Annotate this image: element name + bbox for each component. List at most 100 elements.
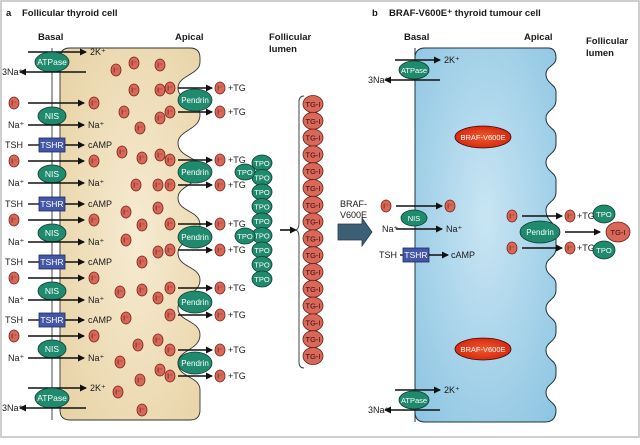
braf-label: BRAF-V600E xyxy=(460,345,505,354)
tg-product-label: +TG xyxy=(577,211,595,221)
iodide-ion: I⁻ xyxy=(564,209,576,223)
panel-b-apical-label: Apical xyxy=(524,32,553,43)
tshr-receptor: TSHR xyxy=(38,312,66,328)
iodide-ion: I⁻ xyxy=(88,271,100,285)
tgi-label: TG-I xyxy=(306,100,321,109)
braf-v600e-protein: BRAF-V600E xyxy=(454,337,512,361)
panel-a-lumen-label-2: lumen xyxy=(269,44,297,55)
iodide-ion: I⁻ xyxy=(8,96,20,110)
iodide-ion: I⁻ xyxy=(164,308,176,322)
tgi-label: TG-I xyxy=(306,184,321,193)
iodide-ion-label: I⁻ xyxy=(157,116,163,123)
tpo-enzyme-label: TPO xyxy=(237,232,253,241)
tgi-label: TG-I xyxy=(306,150,321,159)
tgi-label: TG-I xyxy=(306,251,321,260)
iodide-ion: I⁻ xyxy=(114,285,126,299)
iodide-ion-label: I⁻ xyxy=(139,156,145,163)
iodide-ion: I⁻ xyxy=(8,271,20,285)
tgi-label: TG-I xyxy=(306,234,321,243)
iodide-ion-shape xyxy=(506,241,518,255)
iodide-ion: I⁻ xyxy=(152,333,164,347)
pendrin-transporter-shape xyxy=(177,351,213,375)
pendrin-transporter-shape xyxy=(177,290,213,314)
iodide-ion-label: I⁻ xyxy=(217,286,223,293)
iodide-ion: I⁻ xyxy=(136,403,148,417)
braf-v600e-protein: BRAF-V600E xyxy=(454,125,512,149)
panel-b-basal-label: Basal xyxy=(404,32,429,43)
atpase-na-label: 3Na⁺ xyxy=(2,67,24,77)
iodide-ion-shape xyxy=(136,403,148,417)
tgi-label: TG-I xyxy=(306,302,321,311)
iodide-ion-shape xyxy=(88,96,100,110)
iodide-ion: I⁻ xyxy=(110,63,122,77)
iodide-ion-shape xyxy=(154,58,166,72)
tshr-receptor: TSHR xyxy=(38,137,66,153)
iodide-ion-shape xyxy=(130,178,142,192)
iodide-ion-label: I⁻ xyxy=(155,338,161,345)
nis-symporter-label: NIS xyxy=(45,111,60,121)
iodide-ion-label: I⁻ xyxy=(11,276,17,283)
nis-na-left-label: Na⁺ xyxy=(8,120,25,130)
nis-symporter: NIS xyxy=(37,164,67,184)
atpase-pump-top: ATPase xyxy=(398,60,430,80)
tpo-enzyme-label: TPO xyxy=(596,210,612,219)
tgi-brace xyxy=(294,95,305,369)
braf-shape xyxy=(454,337,512,361)
iodide-ion-shape xyxy=(8,154,20,168)
iodide-ion-label: I⁻ xyxy=(119,150,125,157)
iodide-ion: I⁻ xyxy=(214,308,226,322)
iodide-ion-shape xyxy=(164,178,176,192)
iodide-ion: I⁻ xyxy=(164,105,176,119)
pendrin-transporter-shape xyxy=(519,220,561,244)
iodide-ion-label: I⁻ xyxy=(217,183,223,190)
nis-na-right-label: Na⁺ xyxy=(88,178,105,188)
iodide-ion-label: I⁻ xyxy=(167,374,173,381)
iodide-ion-label: I⁻ xyxy=(115,390,121,397)
tgi-iodinated-thyroglobulin: TG-I xyxy=(302,95,324,113)
panel-a-cytoplasm-iodide: I⁻I⁻I⁻I⁻I⁻I⁻I⁻I⁻I⁻I⁻I⁻I⁻I⁻I⁻I⁻I⁻I⁻I⁻I⁻I⁻… xyxy=(110,56,166,417)
tshr-receptor: TSHR xyxy=(402,247,430,263)
iodide-ion-shape xyxy=(164,81,176,95)
iodide-ion: I⁻ xyxy=(8,213,20,227)
iodide-ion-label: I⁻ xyxy=(137,126,143,133)
iodide-ion: I⁻ xyxy=(134,373,146,387)
iodide-ion-label: I⁻ xyxy=(155,250,161,257)
iodide-ion-shape xyxy=(114,355,126,369)
tpo-enzyme-shape xyxy=(592,204,616,224)
iodide-ion-label: I⁻ xyxy=(11,101,17,108)
iodide-ion-shape xyxy=(564,241,576,255)
tgi-label: TG-I xyxy=(306,134,321,143)
iodide-ion-label: I⁻ xyxy=(217,86,223,93)
iodide-ion-shape xyxy=(88,329,100,343)
tsh-label: TSH xyxy=(5,315,23,325)
tpo-enzyme-label: TPO xyxy=(254,246,270,255)
iodide-ion: I⁻ xyxy=(214,343,226,357)
tpo-enzyme: TPO xyxy=(592,240,616,260)
iodide-ion: I⁻ xyxy=(164,81,176,95)
camp-label: cAMP xyxy=(88,140,112,150)
nis-symporter: NIS xyxy=(400,209,428,227)
iodide-ion-label: I⁻ xyxy=(217,313,223,320)
iodide-ion-shape xyxy=(118,105,130,119)
tpo-enzyme: TPO xyxy=(251,198,273,215)
iodide-ion-shape xyxy=(88,213,100,227)
iodide-ion: I⁻ xyxy=(112,385,124,399)
nis-na-left-label: Na⁺ xyxy=(382,224,399,234)
tg-product-label: +TG xyxy=(228,345,246,355)
iodide-ion-label: I⁻ xyxy=(157,63,163,70)
atpase-pump: ATPase xyxy=(34,387,70,409)
tgi-iodinated-thyroglobulin: TG-I xyxy=(302,330,324,349)
panel-a-apical-label: Apical xyxy=(175,32,204,43)
tpo-enzyme: TPO xyxy=(251,241,273,259)
iodide-ion-label: I⁻ xyxy=(167,313,173,320)
atpase-k-label: 2K⁺ xyxy=(444,385,460,395)
tg-product-label: +TG xyxy=(228,283,246,293)
iodide-ion-label: I⁻ xyxy=(139,408,145,415)
pendrin-transporter-label: Pendrin xyxy=(526,228,554,237)
tgi-iodinated-thyroglobulin: TG-I xyxy=(302,313,324,332)
iodide-ion-shape xyxy=(214,281,226,295)
iodide-ion: I⁻ xyxy=(214,217,226,231)
